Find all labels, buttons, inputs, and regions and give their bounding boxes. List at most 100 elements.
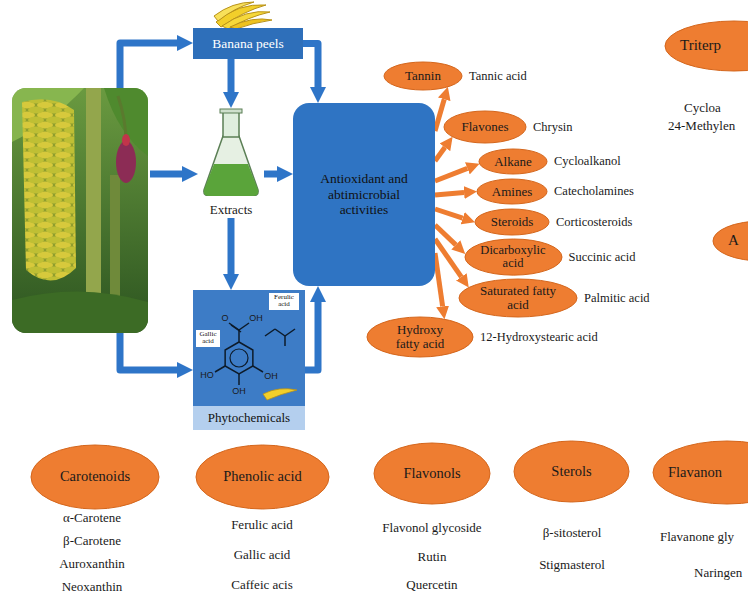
node-label: Flavonols — [403, 466, 460, 481]
node-label: Alkane — [494, 155, 532, 169]
flask-body — [204, 136, 258, 196]
compound-tag: Gallic acid — [196, 330, 220, 347]
phytochemical-panel: Gallic acidFerulic acidPhytochemicals — [193, 290, 305, 430]
extract-flask: Extracts — [198, 108, 264, 218]
node-label: Hydroxy fatty acid — [385, 323, 455, 350]
node-label: Flavanon — [668, 465, 722, 480]
class-ellipse — [31, 445, 159, 509]
node-label: Antioxidant and abtimicrobial activities — [305, 171, 423, 218]
compound-name: Neoxanthin — [62, 580, 123, 595]
node-label: Sterols — [551, 464, 591, 479]
flask-rim — [220, 109, 242, 113]
atom-label: O — [221, 313, 228, 323]
node-label: Flavones — [462, 120, 509, 134]
class-ellipse — [465, 239, 562, 275]
class-ellipse — [653, 441, 748, 504]
class-ellipse: Dicarboxylic acid — [464, 238, 563, 276]
flask-neck — [223, 111, 239, 137]
photo-arrows — [120, 43, 182, 370]
node-label: Extracts — [210, 203, 253, 218]
class-ellipse — [477, 179, 547, 204]
chemical-bond — [265, 329, 275, 336]
flow-arrow — [120, 43, 177, 88]
banana-plant-photo — [12, 88, 148, 333]
node-label: A — [728, 233, 739, 249]
class-ellipse — [514, 441, 629, 502]
node-label: Phenolic acid — [223, 469, 302, 484]
compound-name: Stigmasterol — [539, 558, 605, 573]
class-ellipse — [475, 209, 549, 235]
flower-tip — [122, 134, 130, 146]
compound-name: Flavonol glycoside — [382, 521, 481, 536]
compound-name: Flavanone gly — [660, 530, 734, 545]
flow-arrow — [435, 147, 445, 161]
flow-arrow — [150, 171, 182, 178]
class-ellipse: Tannin — [383, 61, 463, 91]
class-ellipse: Flavanon — [652, 440, 748, 505]
example-compound: Succinic acid — [569, 250, 636, 264]
flow-arrow — [303, 44, 318, 88]
node-label: Triterp — [680, 38, 721, 54]
chemical-bond — [275, 329, 285, 336]
node-label: Dicarboxylic acid — [478, 244, 548, 270]
example-compound: Corticosteroids — [556, 215, 632, 229]
compound-name: Naringen — [694, 566, 742, 581]
compound-name: Ferulic acid — [231, 518, 293, 533]
compound-name: 24-Methylen — [668, 119, 735, 134]
atom-label: OH — [264, 371, 278, 381]
class-ellipse — [374, 443, 490, 504]
chemical-bond — [238, 374, 240, 385]
class-ellipse — [367, 317, 473, 357]
class-ellipse: A — [712, 220, 748, 262]
flask-liquid — [204, 164, 258, 196]
node-label: Saturated fatty acid — [478, 284, 558, 311]
photo-ground — [12, 291, 148, 333]
flow-arrow — [228, 218, 235, 274]
chemical-bond — [231, 325, 241, 332]
class-ellipse: Phenolic acid — [195, 444, 330, 510]
example-compound: Chrysin — [533, 120, 573, 134]
atom-label: OH — [232, 386, 246, 396]
leaf — [104, 88, 148, 156]
source-box: Banana peels — [193, 28, 303, 59]
flow-arrow — [435, 253, 443, 306]
example-compound: 12-Hydroxystearic acid — [480, 330, 598, 344]
compound-name: α-Carotene — [63, 511, 121, 526]
class-ellipse — [479, 149, 547, 174]
banana — [214, 2, 254, 21]
activity-box: Antioxidant and abtimicrobial activities — [293, 103, 435, 286]
atom-label: OH — [249, 313, 263, 323]
class-ellipse — [384, 62, 462, 90]
compound-name: Rutin — [418, 550, 447, 565]
class-ellipse: Saturated fatty acid — [458, 278, 578, 318]
node-label: Tannin — [405, 69, 441, 83]
class-ellipse: Hydroxy fatty acid — [366, 316, 474, 358]
banana-bunch — [22, 99, 76, 280]
class-ellipse: Steroids — [474, 208, 550, 236]
compound-tag: Ferulic acid — [269, 293, 299, 310]
flow-arrow — [264, 171, 277, 178]
banana-icon — [263, 389, 297, 400]
class-ellipse: Flavonols — [373, 442, 491, 505]
flow-arrow — [435, 209, 463, 218]
example-compound: Tannic acid — [469, 69, 527, 83]
flow-arrow — [305, 302, 318, 370]
node-label: Carotenoids — [60, 469, 130, 484]
flow-arrow — [435, 168, 467, 181]
node-label: Amines — [492, 185, 532, 199]
class-ellipse — [459, 279, 577, 317]
class-ellipse: Alkane — [478, 148, 548, 175]
flow-arrow — [228, 59, 235, 92]
benzene-ring — [225, 342, 253, 374]
class-ellipse: Amines — [476, 178, 548, 205]
compound-name: Quercetin — [406, 578, 457, 593]
example-compound: Palmitic acid — [584, 291, 650, 305]
chemical-bond — [253, 366, 263, 372]
class-ellipse: Triterp — [664, 20, 748, 72]
class-ellipse: Carotenoids — [30, 444, 160, 510]
node-label: Steroids — [491, 215, 534, 229]
example-compound: Cycloalkanol — [554, 154, 621, 168]
chemical-bond — [239, 323, 249, 330]
flask-icon — [198, 108, 264, 196]
compound-name: Gallic acid — [234, 548, 291, 563]
